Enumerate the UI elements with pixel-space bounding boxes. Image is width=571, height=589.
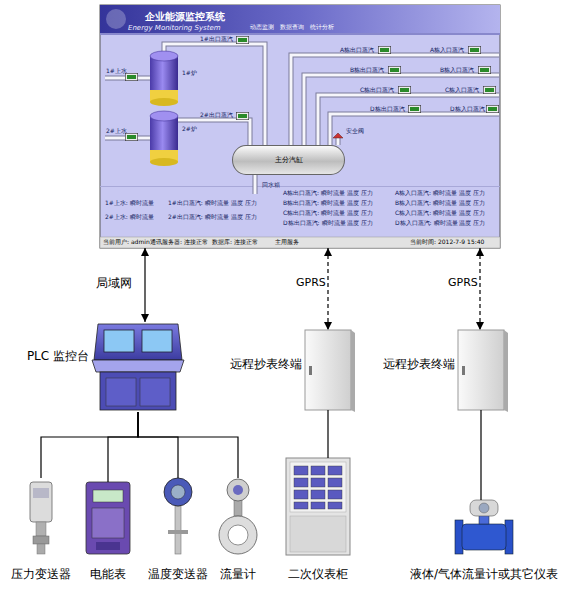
edge-label: 局域网 bbox=[96, 277, 132, 291]
connector bbox=[327, 248, 328, 330]
screen-text: B栋出口蒸汽 bbox=[350, 67, 384, 74]
node-text: 流量计 bbox=[220, 568, 256, 582]
node-subtext: Energy Monitoring System bbox=[128, 24, 221, 32]
screen-text: A栋出口蒸汽: 瞬时流量 温度 压力 bbox=[283, 190, 373, 197]
screen-text: B栋入口蒸汽: 瞬时流量 温度 压力 bbox=[395, 200, 485, 207]
screen-text: 2#上水 bbox=[106, 128, 127, 135]
screen-text: 数据查询 bbox=[280, 24, 304, 31]
pressure-transmitter: 压力变送器 bbox=[25, 478, 57, 554]
fluid-flowmeter: 液体/气体流量计或其它仪表 bbox=[455, 500, 513, 555]
connector bbox=[144, 248, 145, 322]
node-text: 电能表 bbox=[90, 568, 126, 582]
remote-terminal: 远程抄表终端 bbox=[458, 330, 504, 410]
screen-text: 动态监测 bbox=[250, 24, 274, 31]
screen-text: B栋入口蒸汽 bbox=[440, 67, 474, 74]
screen-text: D栋出口蒸汽: 瞬时流量 温度 压力 bbox=[283, 220, 373, 227]
screen-text: 1#出口蒸汽 bbox=[200, 36, 233, 43]
screen-text: 2#出口蒸汽: 瞬时流量 温度 压力 bbox=[168, 214, 257, 221]
connector bbox=[138, 412, 238, 478]
screen-text: A栋入口蒸汽: 瞬时流量 温度 压力 bbox=[395, 190, 485, 197]
screen-text: C栋入口蒸汽 bbox=[445, 87, 479, 94]
remote-terminal: 远程抄表终端 bbox=[305, 330, 351, 410]
screen-text: C栋入口蒸汽: 瞬时流量 温度 压力 bbox=[395, 210, 485, 217]
screen-text: D栋出口蒸汽 bbox=[370, 106, 405, 113]
connector bbox=[480, 410, 481, 500]
instrument-cabinet: 二次仪表柜 bbox=[286, 458, 350, 555]
node-text: 压力变送器 bbox=[11, 568, 71, 582]
node-text: 远程抄表终端 bbox=[383, 358, 455, 372]
screen-text: B栋出口蒸汽: 瞬时流量 温度 压力 bbox=[283, 200, 373, 207]
screen-text: 2#炉 bbox=[182, 126, 197, 133]
screen-text: 当前用户: admin bbox=[103, 239, 150, 246]
screen-text: C栋出口蒸汽 bbox=[360, 87, 394, 94]
screen-text: 统计分析 bbox=[310, 24, 334, 31]
connector bbox=[479, 248, 480, 330]
connector bbox=[138, 412, 178, 478]
screen-text: 1#炉 bbox=[182, 70, 197, 77]
edge-label: GPRS bbox=[296, 277, 326, 290]
screen-text: A栋出口蒸汽 bbox=[340, 47, 374, 54]
screen-text: 当前时间: 2012-7-9 15:40 bbox=[410, 239, 484, 246]
screen-text: 1#上水: 瞬时流量 bbox=[105, 200, 154, 207]
node-text: 液体/气体流量计或其它仪表 bbox=[410, 568, 558, 582]
header-cylinder: 主分汽缸 bbox=[232, 145, 345, 175]
screen-text: 1#出口蒸汽: 瞬时流量 温度 压力 bbox=[168, 200, 257, 207]
temperature-transmitter: 温度变送器 bbox=[157, 478, 199, 554]
node-text: PLC 监控台 bbox=[27, 350, 89, 364]
node-text: 二次仪表柜 bbox=[288, 568, 348, 582]
node-text: 企业能源监控系统 bbox=[145, 11, 225, 23]
screen-text: D栋入口蒸汽: 瞬时流量 温度 压力 bbox=[395, 220, 485, 227]
screen-text: 主用服务 bbox=[275, 239, 299, 246]
connector bbox=[108, 412, 138, 482]
screen-text: 回水箱 bbox=[262, 182, 280, 189]
screen-text: 数据库: 连接正常 bbox=[212, 239, 258, 246]
screen-text: 通讯服务器: 连接正常 bbox=[150, 239, 208, 246]
node-text: 温度变送器 bbox=[148, 568, 208, 582]
screen-text: A栋入口蒸汽 bbox=[430, 47, 464, 54]
connector bbox=[41, 412, 138, 478]
edge-label: GPRS bbox=[448, 277, 478, 290]
screen-text: C栋出口蒸汽: 瞬时流量 温度 压力 bbox=[283, 210, 373, 217]
energy-meter: 电能表 bbox=[86, 482, 130, 554]
screen-text: 1#上水 bbox=[106, 68, 127, 75]
connector bbox=[327, 410, 328, 458]
screen-text: 2#上水: 瞬时流量 bbox=[105, 214, 154, 221]
flow-meter: 流量计 bbox=[216, 478, 260, 554]
screen-text: 安全阀 bbox=[346, 128, 364, 135]
screen-text: 2#出口蒸汽 bbox=[200, 112, 233, 119]
node-text: 主分汽缸 bbox=[233, 156, 344, 164]
node-text: 远程抄表终端 bbox=[230, 358, 302, 372]
screen-text: D栋入口蒸汽 bbox=[450, 106, 485, 113]
plc-console: PLC 监控台 bbox=[92, 322, 184, 412]
